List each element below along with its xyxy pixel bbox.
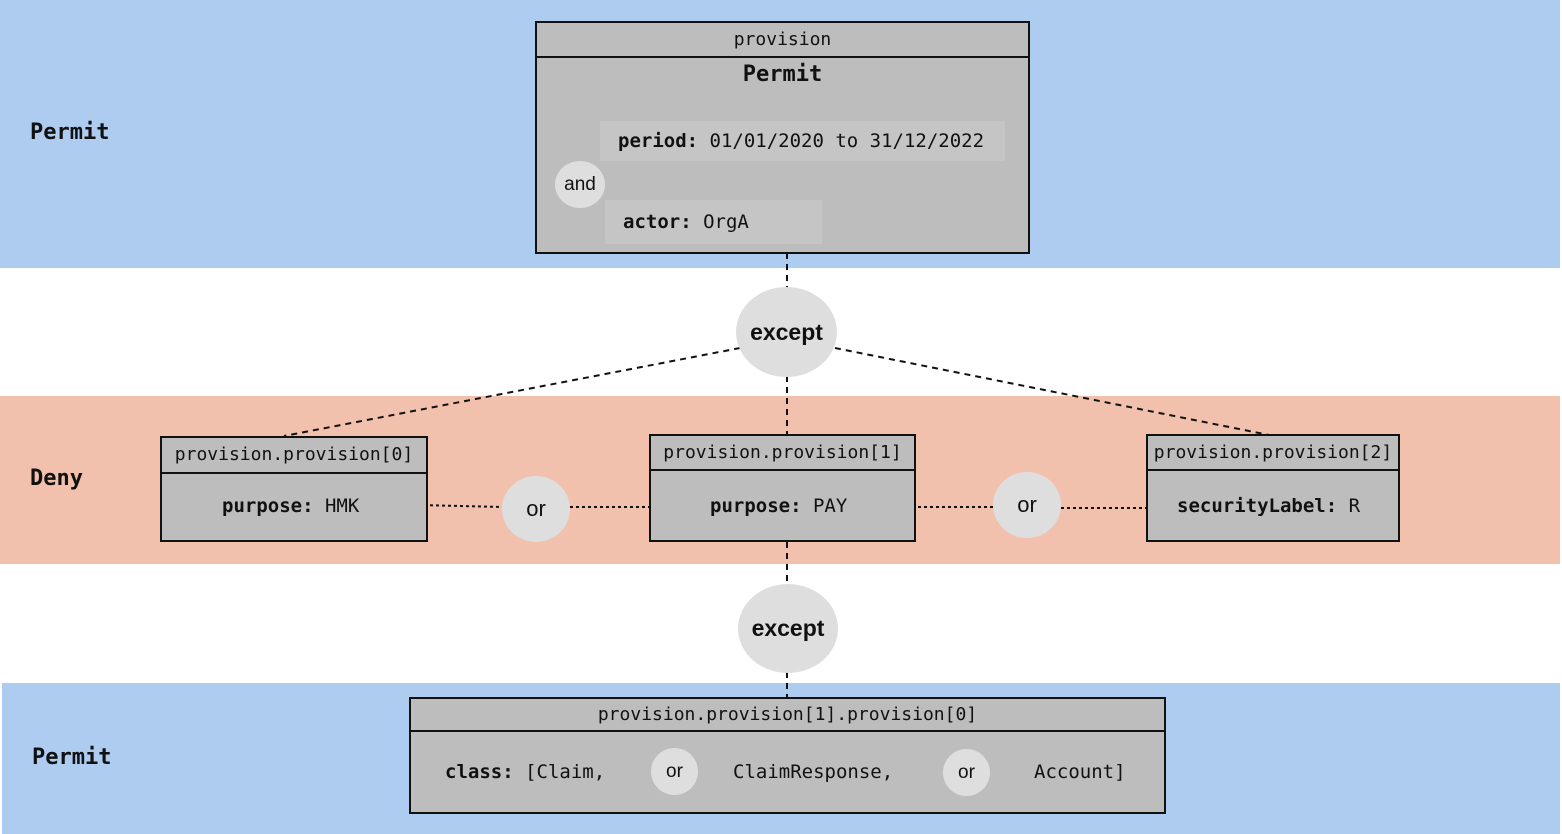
band-label-permit-top: Permit	[30, 120, 110, 145]
period-field: period: 01/01/2020 to 31/12/2022	[618, 130, 984, 152]
nested-provision-header: provision.provision[1].provision[0]	[411, 699, 1164, 732]
or-node-left: or	[502, 476, 570, 542]
root-provision-header: provision	[537, 23, 1028, 58]
nested-item-claimresponse: ClaimResponse,	[733, 761, 894, 783]
deny-provision-0-box: provision.provision[0] purpose: HMK	[160, 436, 428, 542]
deny-provision-2-value: R	[1337, 495, 1361, 517]
wire-except-deny2	[834, 347, 1275, 437]
deny-provision-0-header: provision.provision[0]	[162, 438, 426, 474]
nested-provision-box: provision.provision[1].provision[0] clas…	[409, 697, 1166, 814]
wire-deny0-or	[417, 504, 503, 508]
deny-provision-1-box: provision.provision[1] purpose: PAY	[649, 434, 916, 542]
actor-field: actor: OrgA	[623, 211, 749, 233]
period-value: 01/01/2020 to 31/12/2022	[698, 130, 985, 152]
nested-class-field: class: [Claim,	[445, 761, 605, 783]
period-key: period:	[618, 130, 699, 152]
root-provision-box: provision Permit period: 01/01/2020 to 3…	[535, 21, 1030, 254]
deny-provision-2-field: securityLabel: R	[1177, 495, 1360, 517]
period-chip	[600, 121, 1005, 161]
nested-class-key: class:	[445, 761, 514, 783]
deny-provision-2-header: provision.provision[2]	[1148, 436, 1398, 471]
nested-item-claim: [Claim,	[525, 761, 606, 783]
deny-provision-0-field: purpose: HMK	[222, 495, 359, 517]
deny-provision-2-box: provision.provision[2] securityLabel: R	[1146, 434, 1400, 542]
deny-provision-1-value: PAY	[801, 495, 848, 517]
or-node-nested-1: or	[651, 748, 698, 795]
actor-chip	[605, 200, 822, 244]
or-node-right: or	[993, 472, 1061, 538]
band-label-deny: Deny	[30, 466, 83, 491]
and-node: and	[555, 161, 605, 208]
wire-except-deny0	[283, 347, 741, 437]
root-provision-title: Permit	[742, 62, 823, 87]
deny-provision-0-value: HMK	[313, 495, 360, 517]
or-node-nested-2: or	[943, 749, 990, 796]
deny-provision-0-key: purpose:	[222, 495, 314, 517]
nested-item-account: Account]	[1034, 761, 1126, 783]
band-label-permit-bottom: Permit	[32, 745, 112, 770]
deny-provision-1-key: purpose:	[710, 495, 802, 517]
actor-key: actor:	[623, 211, 692, 233]
deny-provision-2-key: securityLabel:	[1177, 495, 1338, 517]
except-node-bottom: except	[738, 584, 838, 673]
actor-value: OrgA	[691, 211, 749, 233]
deny-provision-1-field: purpose: PAY	[710, 495, 847, 517]
except-node-top: except	[736, 287, 837, 377]
deny-provision-1-header: provision.provision[1]	[651, 436, 914, 471]
